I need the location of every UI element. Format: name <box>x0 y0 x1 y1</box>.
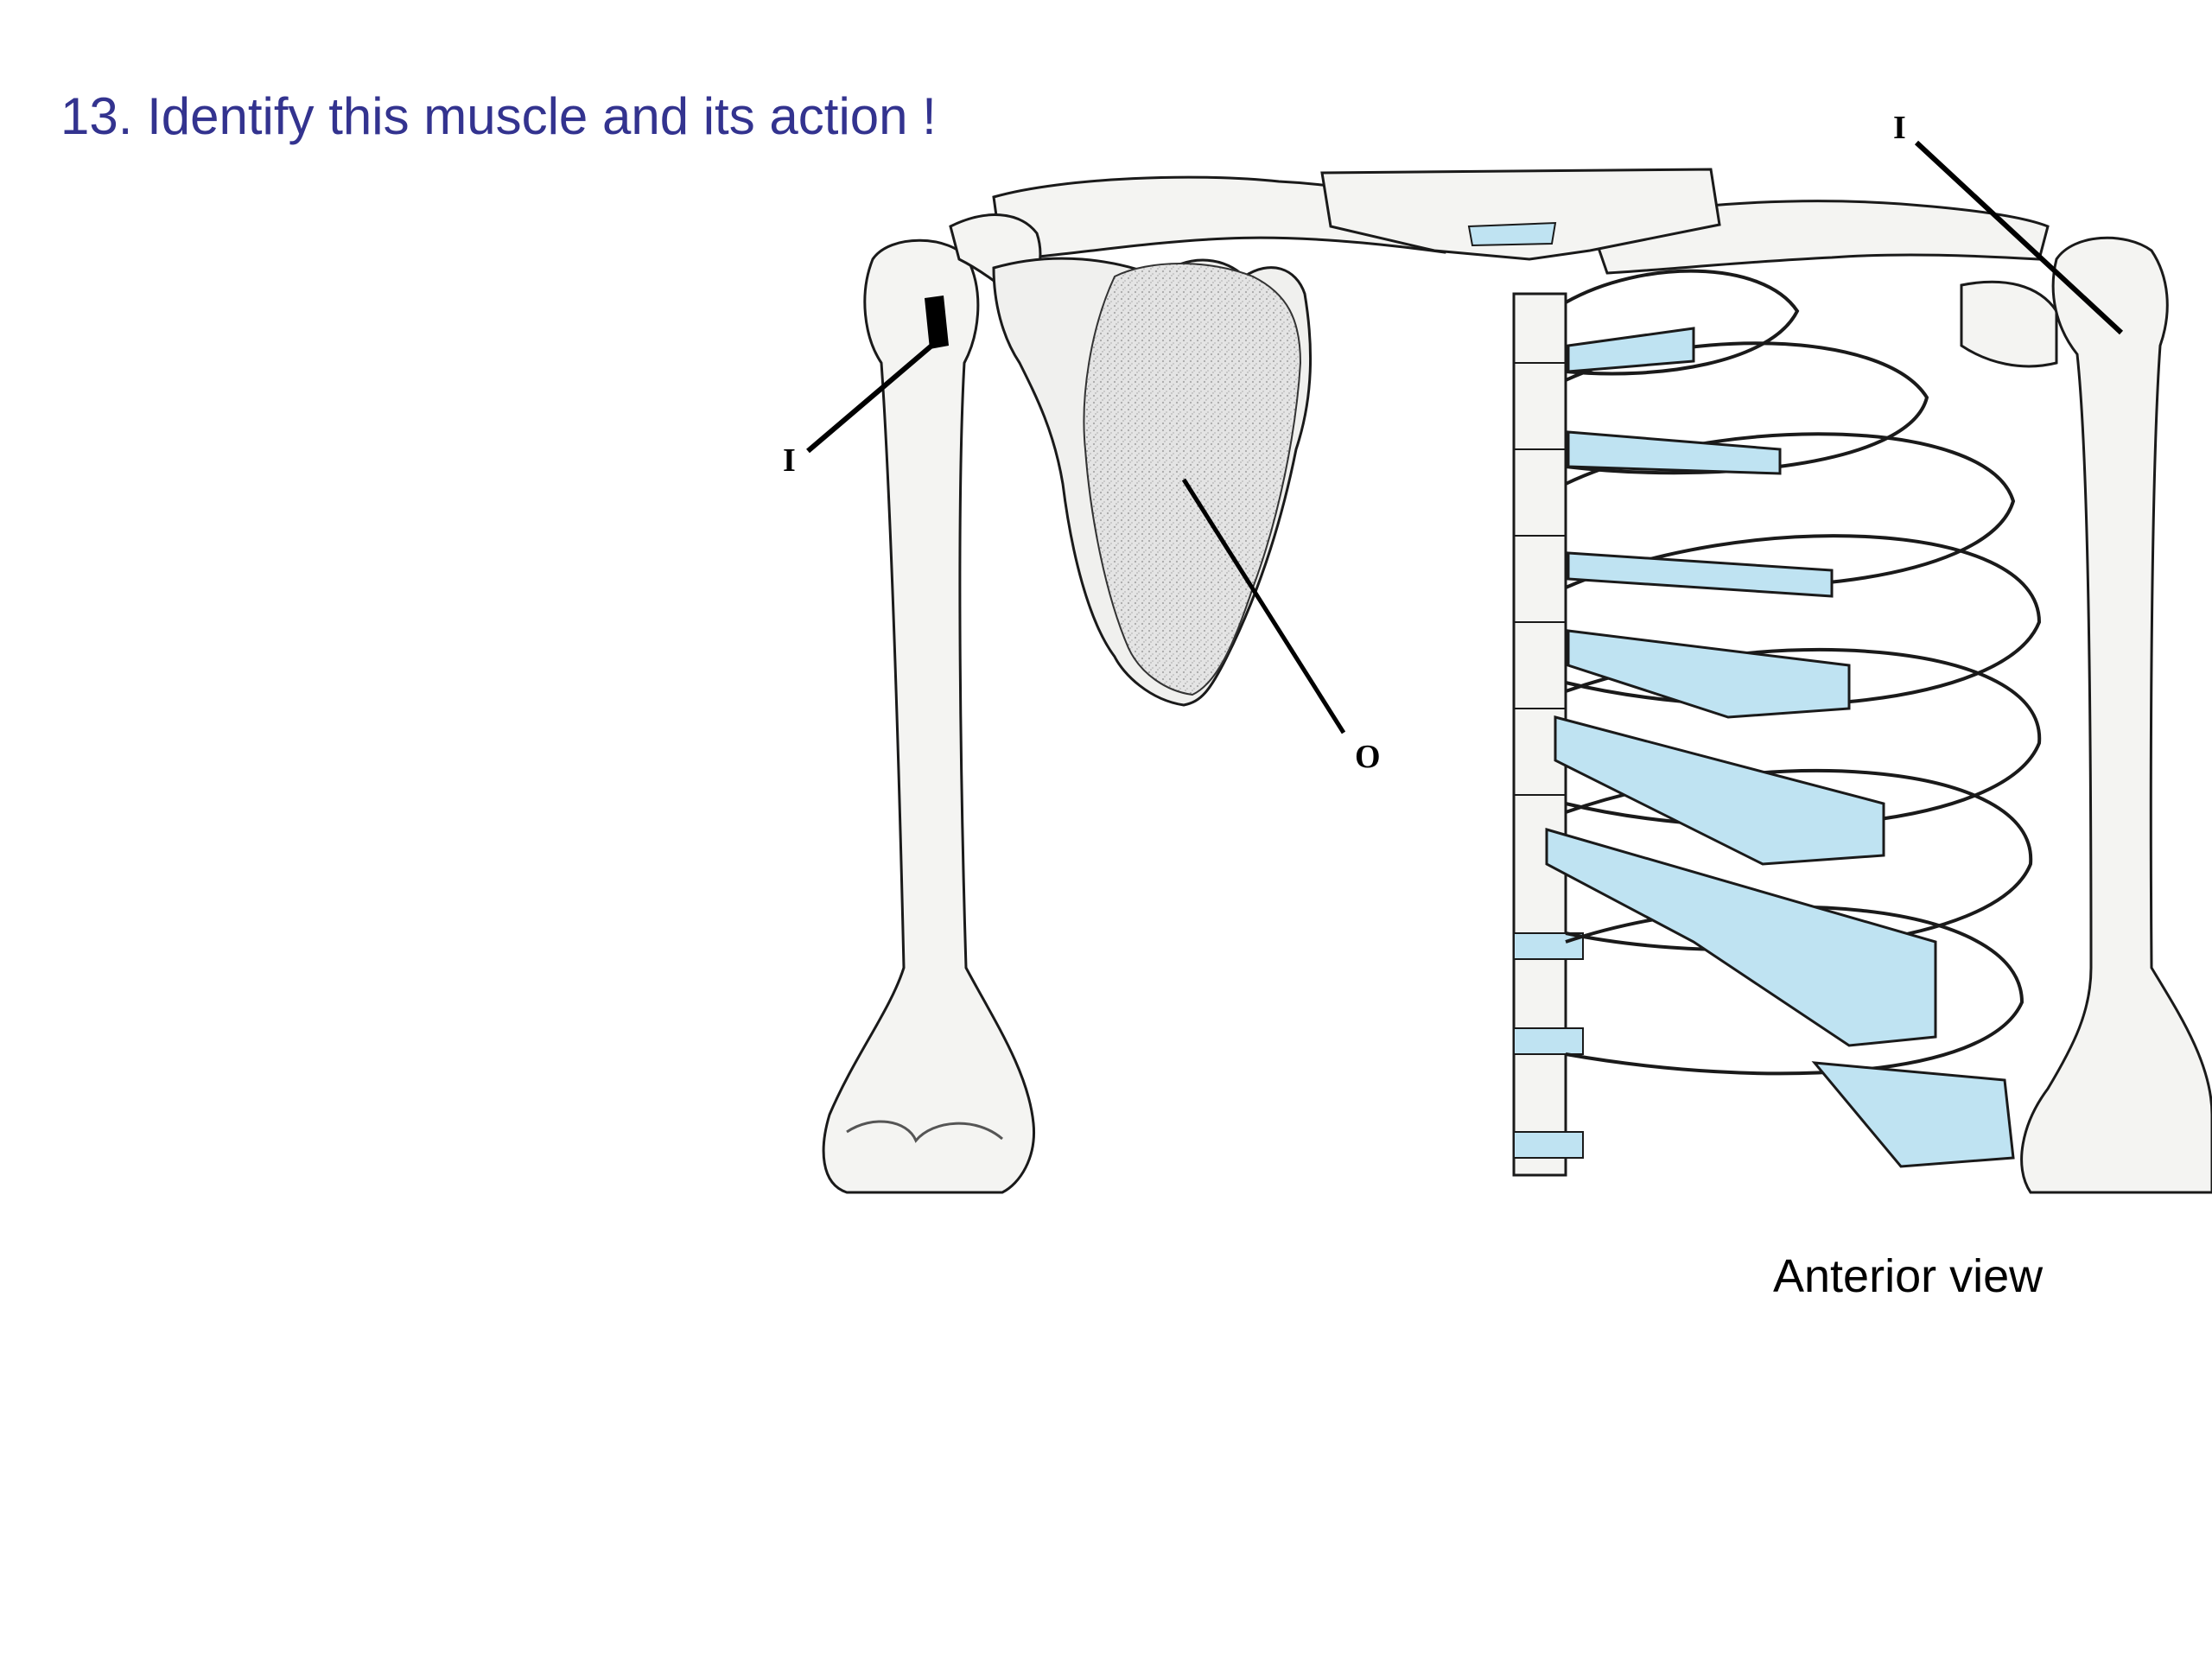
insertion-left-label: I <box>783 442 796 479</box>
insertion-left-marker <box>925 296 949 349</box>
scapula-right <box>1960 280 2058 368</box>
slide-title: 13. Identify this muscle and its action … <box>60 87 937 145</box>
insertion-right-label: I <box>1893 110 1906 146</box>
origin-label: O <box>1355 739 1381 775</box>
origin-leader <box>1181 478 1346 734</box>
humerus-left <box>822 238 1036 1194</box>
insertion-right-leader <box>1914 140 2124 335</box>
manubrium <box>1320 168 1721 261</box>
humerus-right <box>2020 236 2212 1194</box>
sternal-cartilage <box>1467 221 1557 247</box>
view-caption: Anterior view <box>1773 1250 2044 1302</box>
costal-cartilages <box>1545 327 2015 1168</box>
humerus-left-condyles <box>846 1120 1003 1143</box>
insertion-left-leader <box>806 334 944 454</box>
muscle-region <box>1083 263 1302 696</box>
